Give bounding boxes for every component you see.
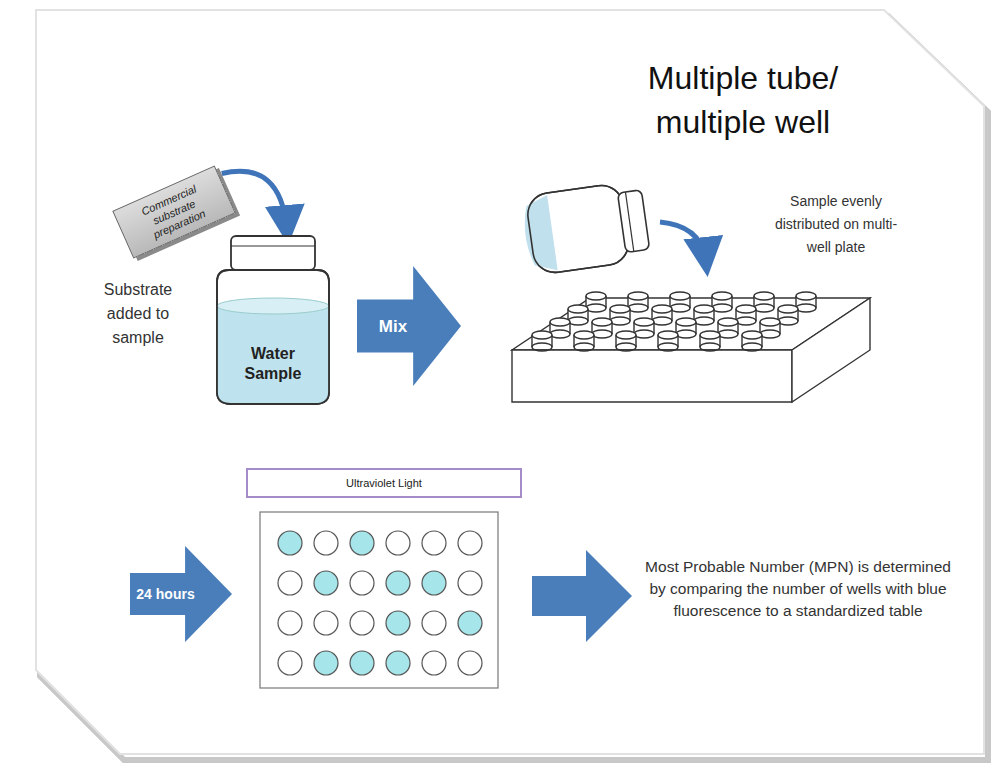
pour-arrow [660, 222, 706, 262]
water-sample-jar: Water Sample [215, 234, 331, 406]
time-arrow: 24 hours [130, 546, 232, 642]
empty-well [278, 571, 302, 595]
empty-well [422, 651, 446, 675]
frame [36, 10, 984, 754]
well-cylinder [610, 305, 630, 325]
well-cylinder [658, 331, 678, 351]
empty-well [386, 531, 410, 555]
empty-well [422, 531, 446, 555]
well-cylinder [700, 331, 720, 351]
multi-well-plate [512, 292, 870, 402]
empty-well [278, 651, 302, 675]
well-cylinder [592, 318, 612, 338]
label-wrap: Most Probable Number (MPN) is determined… [640, 556, 956, 622]
empty-well [458, 571, 482, 595]
well-cylinder [676, 318, 696, 338]
well-cylinder [760, 318, 780, 338]
well-cylinder [652, 305, 672, 325]
well-cylinder [634, 318, 654, 338]
empty-well [350, 571, 374, 595]
well-cylinder [586, 292, 606, 312]
fluorescent-well [386, 611, 410, 635]
diagram-title: Multiple tube/ multiple well [612, 56, 874, 144]
fluorescent-well [386, 651, 410, 675]
well-cylinder [718, 318, 738, 338]
pour-arrow [222, 171, 287, 230]
jar-text-wrap: Water Sample [215, 344, 331, 384]
uv-label: Ultraviolet Light [346, 477, 422, 489]
arrow-text-wrap: 24 hours [130, 586, 197, 603]
empty-well [314, 611, 338, 635]
well-cylinder [796, 292, 816, 312]
empty-well [314, 531, 338, 555]
pouring-bottle [520, 180, 651, 276]
well-grid-frame [260, 512, 498, 688]
empty-well [458, 531, 482, 555]
well-cylinder [670, 292, 690, 312]
result-arrow [532, 550, 632, 642]
well-cylinder [550, 318, 570, 338]
empty-well [350, 611, 374, 635]
well-cylinder [712, 292, 732, 312]
block-arrow-shape [357, 266, 461, 386]
label-wrap: Substrate added to sample [88, 278, 188, 350]
well-cylinder [754, 292, 774, 312]
fluorescent-well [314, 571, 338, 595]
jar-label: Water Sample [215, 344, 331, 384]
mix-arrow: Mix [357, 266, 461, 386]
arrow-label: 24 hours [134, 586, 197, 603]
well-cylinder [736, 305, 756, 325]
empty-well [458, 651, 482, 675]
well-cylinder [532, 331, 552, 351]
well-cylinder [742, 331, 762, 351]
empty-well [422, 611, 446, 635]
fluorescent-well [458, 611, 482, 635]
fluorescent-well [314, 651, 338, 675]
fluorescent-well [386, 571, 410, 595]
well-cylinder [778, 305, 798, 325]
result-note: Most Probable Number (MPN) is determined… [640, 556, 956, 622]
arrow-label: Mix [361, 318, 425, 335]
empty-well [278, 611, 302, 635]
arrow-text-wrap: Mix [357, 318, 425, 335]
step-note: Sample evenly distributed on multi-well … [766, 190, 906, 259]
uv-light-box: Ultraviolet Light [246, 468, 522, 498]
fluorescent-well [350, 651, 374, 675]
fluorescent-well [278, 531, 302, 555]
well-cylinder [616, 331, 636, 351]
title-wrap: Multiple tube/ multiple well [612, 56, 874, 144]
fluorescent-well [422, 571, 446, 595]
well-cylinder [694, 305, 714, 325]
fluorescent-well [350, 531, 374, 555]
step-note: Substrate added to sample [88, 278, 188, 350]
label-wrap: Sample evenly distributed on multi-well … [766, 190, 906, 259]
well-cylinder [628, 292, 648, 312]
well-cylinder [574, 331, 594, 351]
well-cylinder [568, 305, 588, 325]
